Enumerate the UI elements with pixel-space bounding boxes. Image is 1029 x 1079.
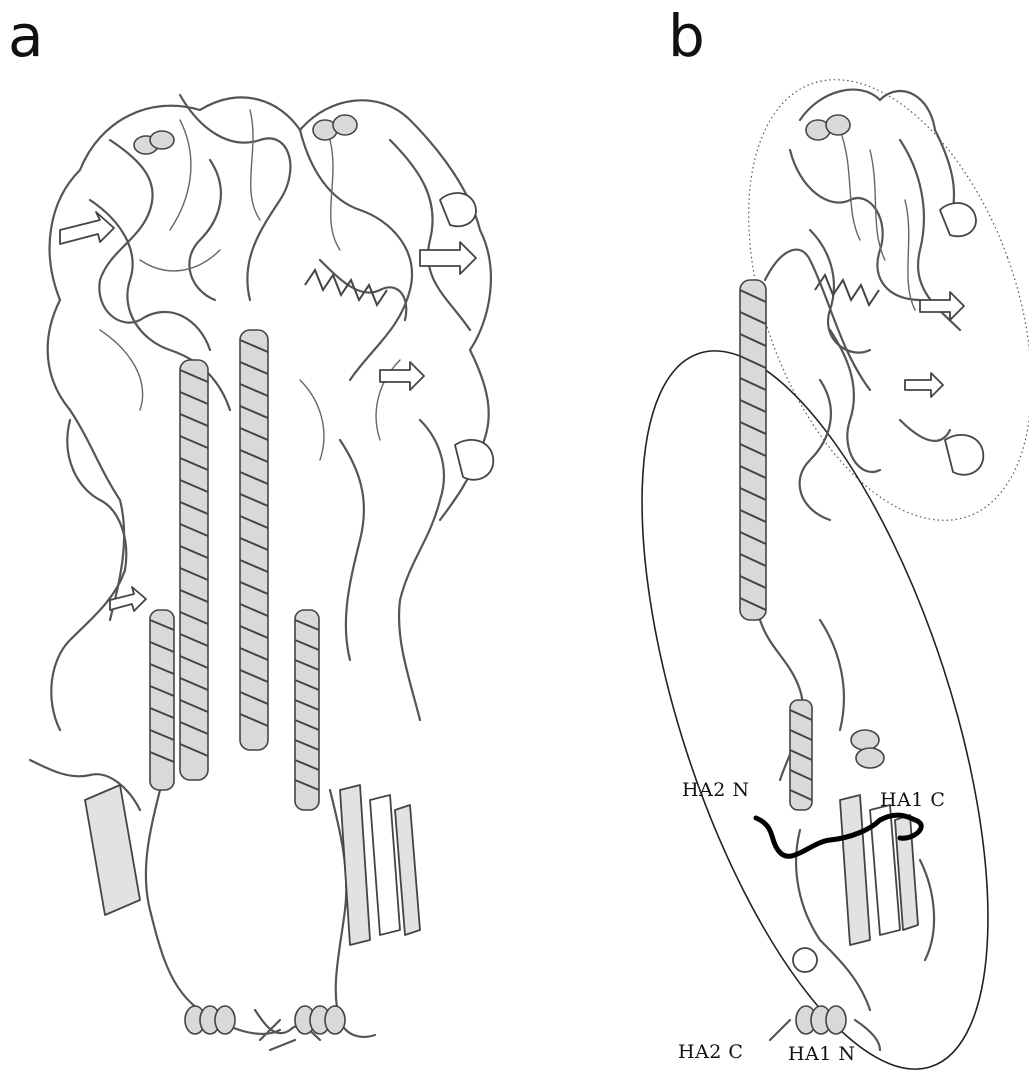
label-ha2-c: HA2 C — [678, 1041, 743, 1063]
ha2-long-helix — [740, 280, 766, 620]
ha-trimer-ribbon — [30, 95, 493, 1050]
panel-b-letter: b — [668, 2, 705, 70]
sheet-arrow — [380, 362, 424, 390]
sheet-arrow — [60, 212, 114, 244]
label-ha1-n: HA1 N — [788, 1043, 856, 1065]
bottom-helix-1 — [185, 1006, 235, 1034]
head-helix-small-2 — [313, 115, 357, 140]
mid-helix-b — [851, 730, 884, 768]
sheet-loop — [793, 948, 817, 972]
lower-helix-b — [790, 700, 812, 810]
label-ha2-n: HA2 N — [682, 779, 750, 801]
bottom-helix-b — [796, 1006, 846, 1034]
head-helix-diagonal — [305, 270, 387, 305]
stalk-helix-left — [180, 360, 208, 780]
head-helix-b — [806, 115, 850, 140]
stalk-helix-lower — [150, 610, 174, 790]
bottom-helix-2 — [295, 1006, 345, 1034]
head-helix-diagonal-b — [815, 275, 879, 305]
sheet-loop — [940, 203, 976, 236]
sheet-loop — [455, 440, 493, 480]
sheet-arrow — [905, 373, 943, 397]
stalk-helix-center — [240, 330, 268, 750]
lower-sheet — [840, 795, 870, 945]
label-ha1-c: HA1 C — [880, 789, 945, 811]
panel-b: b — [571, 2, 1029, 1079]
panel-a: a — [8, 2, 493, 1050]
stalk-helix-right — [295, 610, 319, 810]
sheet-loop — [945, 435, 983, 475]
head-helix-small-1 — [134, 131, 174, 154]
lower-sheet — [85, 785, 140, 915]
panel-a-letter: a — [8, 2, 44, 70]
sheet-loop — [440, 193, 476, 226]
ha-monomer-ribbon — [740, 90, 983, 1050]
